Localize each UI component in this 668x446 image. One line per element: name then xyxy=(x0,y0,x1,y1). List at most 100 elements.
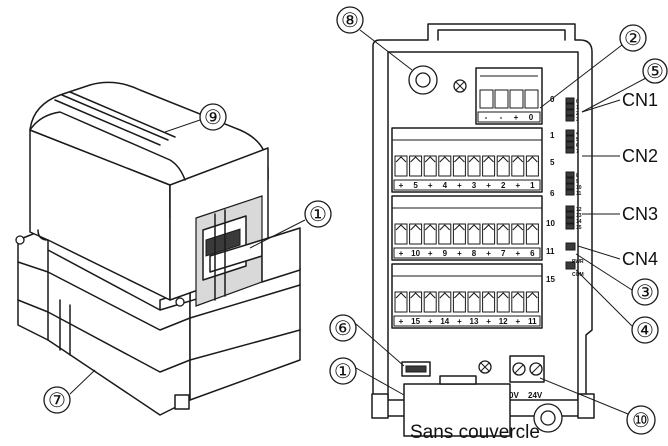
led xyxy=(565,217,575,224)
led-pwr xyxy=(565,242,576,251)
power-connector: 0V 24V xyxy=(509,355,545,400)
led xyxy=(565,223,575,230)
terminal-screw xyxy=(409,223,423,245)
terminal-label: + xyxy=(515,181,520,190)
led-label: 10 xyxy=(576,185,582,191)
terminal-screw xyxy=(482,223,496,245)
callout-3-label: ③ xyxy=(636,282,654,304)
terminal-label: + xyxy=(486,317,491,326)
led xyxy=(565,141,575,148)
terminal-screw xyxy=(525,291,539,313)
callout-5: ⑤ xyxy=(581,58,668,113)
terminal-label: 9 xyxy=(443,249,448,258)
terminal-screw xyxy=(496,291,510,313)
terminal-label: 8 xyxy=(472,249,477,258)
caption: Sans couvercle xyxy=(410,422,540,441)
terminal-screw xyxy=(394,155,408,177)
terminal-screw xyxy=(467,223,481,245)
side-number-15: 15 xyxy=(546,275,555,284)
led-label: 15 xyxy=(576,225,582,231)
terminal-label: 10 xyxy=(411,249,420,258)
terminal-screw xyxy=(467,155,481,177)
terminal-screw xyxy=(394,223,408,245)
terminal-screw xyxy=(423,291,437,313)
callout-10-label: ⑩ xyxy=(632,410,650,432)
terminal-screw xyxy=(452,155,466,177)
row-0-labels: --+0 xyxy=(485,113,534,122)
terminal-label: + xyxy=(399,249,404,258)
callout-1-right: ① xyxy=(329,357,405,396)
callout-9: ⑨ xyxy=(164,103,227,133)
terminal-screw xyxy=(452,223,466,245)
connector-cn3: CN3 xyxy=(582,204,658,224)
terminal-screw xyxy=(409,155,423,177)
led-label: 0 xyxy=(576,99,579,105)
cn4-label: CN4 xyxy=(622,249,658,269)
terminal-screw xyxy=(438,155,452,177)
terminal-label: 12 xyxy=(499,317,508,326)
callout-4: ④ xyxy=(575,269,659,344)
led-label: 1 xyxy=(576,105,579,111)
led xyxy=(565,135,575,142)
label-24v: 24V xyxy=(528,391,543,400)
callout-1-left: ① xyxy=(249,200,332,249)
led-label: 13 xyxy=(576,213,582,219)
side-number-1: 1 xyxy=(550,131,555,140)
led xyxy=(565,211,575,218)
module-3d-view xyxy=(15,81,301,416)
terminal-screw xyxy=(482,291,496,313)
label-0v: 0V xyxy=(509,391,519,400)
callout-8-label: ⑧ xyxy=(341,10,359,32)
connector-cn2: CN2 xyxy=(582,146,658,166)
callout-3: ③ xyxy=(575,253,659,306)
led xyxy=(565,129,575,136)
terminal-screw xyxy=(438,223,452,245)
terminal-label: 13 xyxy=(470,317,479,326)
terminal-label: 0 xyxy=(529,113,534,122)
led xyxy=(565,205,575,212)
terminal-label: + xyxy=(399,181,404,190)
led xyxy=(565,183,575,190)
led-label: 9 xyxy=(576,179,579,185)
side-number-6: 6 xyxy=(550,189,555,198)
terminal-screw xyxy=(452,291,466,313)
led-label: 3 xyxy=(576,117,579,123)
terminal-label: + xyxy=(486,249,491,258)
terminal-screw xyxy=(525,155,539,177)
callout-4-label: ④ xyxy=(636,320,654,342)
terminal-label: + xyxy=(515,317,520,326)
terminal-label: + xyxy=(486,181,491,190)
connector-cn4: CN4 xyxy=(577,245,658,269)
terminal-screw xyxy=(423,155,437,177)
callout-5-label: ⑤ xyxy=(646,61,664,83)
cn1-label: CN1 xyxy=(622,90,658,110)
terminal-screw xyxy=(467,291,481,313)
led-label: 5 xyxy=(576,137,579,143)
callout-8: ⑧ xyxy=(336,6,413,71)
callout-9-label: ⑨ xyxy=(204,107,222,129)
led xyxy=(565,97,575,104)
led xyxy=(565,189,575,196)
callout-1-right-label: ① xyxy=(334,361,352,383)
terminal-label: 2 xyxy=(501,181,506,190)
callout-6-label: ⑥ xyxy=(334,318,352,340)
terminal-label: + xyxy=(457,249,462,258)
terminal-screws xyxy=(394,155,539,313)
terminal-screw xyxy=(482,155,496,177)
terminal-label: 5 xyxy=(413,181,418,190)
led xyxy=(565,147,575,154)
terminal-label: + xyxy=(428,249,433,258)
terminal-label: + xyxy=(457,317,462,326)
callout-10: ⑩ xyxy=(539,377,656,435)
callout-7: ⑦ xyxy=(43,369,96,414)
callout-7-label: ⑦ xyxy=(48,390,66,412)
terminal-screw xyxy=(438,291,452,313)
terminal-label: 7 xyxy=(501,249,506,258)
led-label: 6 xyxy=(576,143,579,149)
terminal-label: 6 xyxy=(530,249,535,258)
terminal-block-0 xyxy=(475,67,543,125)
